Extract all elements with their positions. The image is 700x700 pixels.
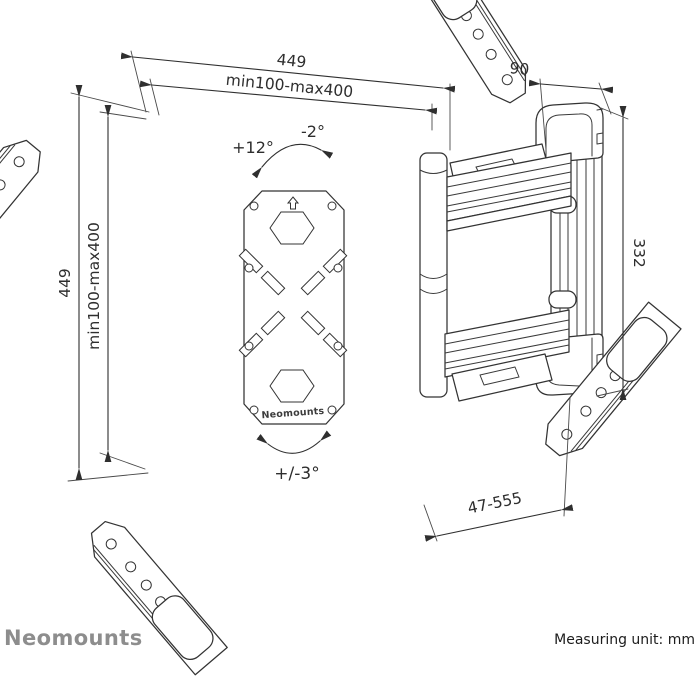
measuring-unit-label: Measuring unit: mm xyxy=(554,632,695,648)
vesa-centre-plate: Neomounts xyxy=(238,190,348,425)
plate-brand-label: Neomounts xyxy=(261,406,325,421)
pivot-column xyxy=(419,152,448,398)
swing-arm-assembly xyxy=(419,102,604,402)
bracket-arm-bottom-right xyxy=(406,0,527,104)
tilt-annotation: +12° -2° xyxy=(232,122,334,179)
dimension-top-width-vesa: min100-max400 xyxy=(139,71,438,131)
top-extension-arm xyxy=(446,143,572,232)
bottom-extension-arm xyxy=(444,309,570,402)
level-arc-arrow-icon xyxy=(256,430,332,454)
vesa-bracket: Neomounts xyxy=(0,0,682,676)
dimension-wall-plate-width: 90 xyxy=(509,59,614,151)
tilt-plus-label: +12° xyxy=(232,138,274,157)
tilt-minus-label: -2° xyxy=(301,122,325,141)
bracket-arm-top-right xyxy=(0,139,41,295)
bottom-hinge xyxy=(548,290,577,309)
tilt-arc-arrow-icon xyxy=(251,143,334,179)
up-arrow-cutout-icon xyxy=(286,196,300,210)
dimension-label-extension: 47-555 xyxy=(466,489,523,518)
dimension-left-height-vesa: min100-max400 xyxy=(85,105,147,470)
level-adjust-annotation: +/-3° xyxy=(256,430,332,484)
dimension-label-left-vesa: min100-max400 xyxy=(85,222,103,350)
bottom-hexagon-cutout xyxy=(269,369,315,403)
dimension-left-height-total: 449 xyxy=(56,85,150,482)
level-adjust-label: +/-3° xyxy=(274,464,319,484)
dimension-label-top-vesa: min100-max400 xyxy=(225,71,354,101)
dimension-label-wall-width: 90 xyxy=(509,59,530,79)
dimension-label-left-total: 449 xyxy=(56,268,74,298)
dimension-label-wall-height: 332 xyxy=(630,238,648,268)
dimension-extension-range: 47-555 xyxy=(423,397,574,542)
dimension-wall-plate-height: 332 xyxy=(596,106,648,400)
dimension-label-top-total: 449 xyxy=(276,51,307,72)
top-hexagon-cutout xyxy=(269,211,315,245)
brand-logo: Neomounts xyxy=(4,626,143,650)
dimension-top-width-total: 449 xyxy=(120,51,456,151)
